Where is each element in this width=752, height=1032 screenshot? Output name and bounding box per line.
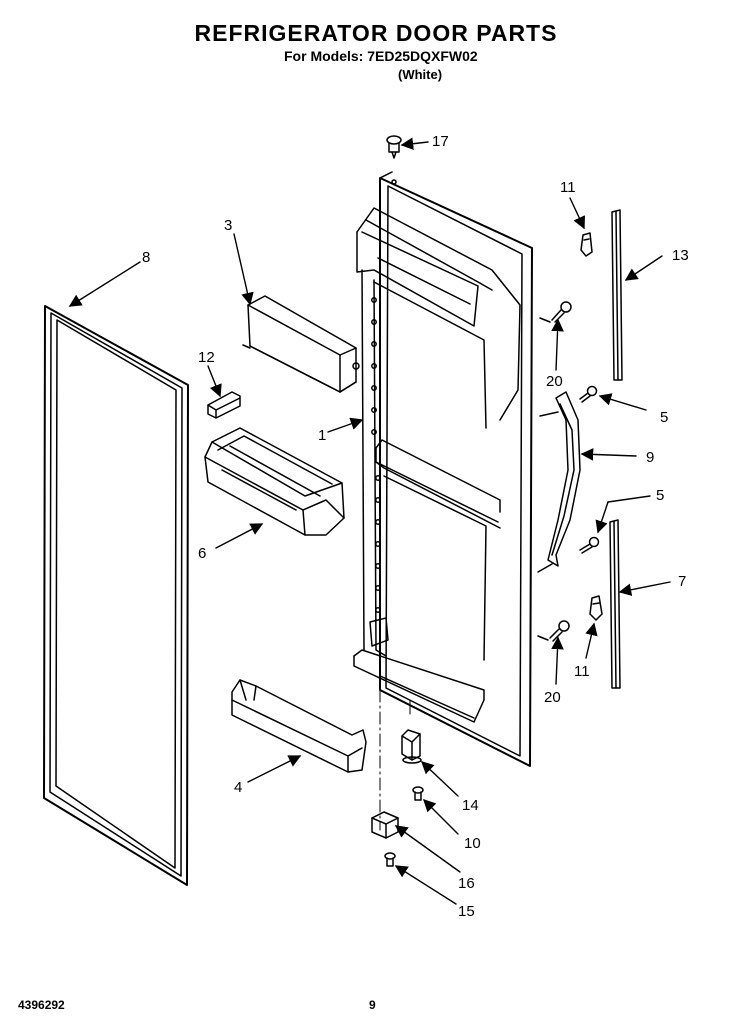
callout-6: 6 bbox=[198, 545, 206, 562]
deep-door-bin bbox=[204, 427, 345, 536]
callout-3: 3 bbox=[224, 217, 232, 234]
handle-screw-upper bbox=[539, 301, 572, 323]
handle-screw-upper-5 bbox=[579, 385, 598, 403]
door-liner bbox=[353, 171, 533, 767]
callout-15: 15 bbox=[458, 903, 475, 920]
document-number: 4396292 bbox=[18, 998, 65, 1012]
callout-14: 14 bbox=[462, 797, 479, 814]
callout-13: 13 bbox=[672, 247, 689, 264]
trim-end-cap-lower bbox=[589, 595, 603, 621]
callout-11-upper: 11 bbox=[560, 179, 576, 196]
handle-screw-lower-5 bbox=[579, 536, 600, 554]
shallow-door-shelf bbox=[231, 679, 367, 773]
bracket-screw bbox=[384, 852, 396, 867]
handle-screw-lower bbox=[537, 620, 570, 642]
callout-8: 8 bbox=[142, 249, 150, 266]
callout-20-upper: 20 bbox=[546, 373, 563, 390]
page-title: REFRIGERATOR DOOR PARTS bbox=[194, 20, 558, 46]
callout-16: 16 bbox=[458, 875, 475, 892]
callout-7: 7 bbox=[678, 573, 686, 590]
bottom-hinge-bracket bbox=[371, 811, 399, 839]
dairy-hinge-pin bbox=[207, 391, 241, 419]
callout-17: 17 bbox=[432, 133, 449, 150]
callout-1: 1 bbox=[318, 427, 326, 444]
lower-trim-strip bbox=[609, 519, 621, 689]
hinge-bushing bbox=[401, 729, 422, 764]
door-top-plug bbox=[386, 135, 402, 159]
models-line: For Models: 7ED25DQXFW02 bbox=[284, 48, 478, 64]
page-number: 9 bbox=[369, 998, 376, 1012]
callout-4: 4 bbox=[234, 779, 242, 796]
callout-12: 12 bbox=[198, 349, 215, 366]
callout-10: 10 bbox=[464, 835, 481, 852]
door-gasket bbox=[43, 305, 189, 886]
callout-9: 9 bbox=[646, 449, 654, 466]
upper-trim-strip bbox=[611, 209, 623, 381]
trim-end-cap-upper bbox=[580, 232, 593, 257]
callout-5-upper: 5 bbox=[660, 409, 668, 426]
door-handle bbox=[537, 391, 581, 573]
callout-5-lower: 5 bbox=[656, 487, 664, 504]
callout-20-lower: 20 bbox=[544, 689, 561, 706]
color-note: (White) bbox=[398, 67, 443, 82]
dairy-door bbox=[242, 295, 360, 393]
leader-lines bbox=[68, 137, 671, 905]
hinge-screw bbox=[412, 786, 424, 801]
callout-11-lower: 11 bbox=[574, 663, 590, 680]
callout-labels: 17 11 3 8 13 12 20 5 1 9 5 6 7 11 20 4 1… bbox=[142, 133, 689, 920]
